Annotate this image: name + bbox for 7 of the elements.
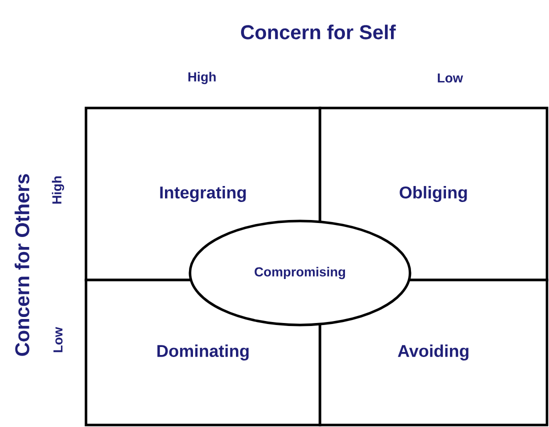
axis-title: Concern for Self [241, 24, 396, 40]
axis-level-label: Low [53, 326, 63, 352]
axis-level-label: Low [438, 73, 464, 83]
axis-level-label: High [52, 176, 64, 204]
axis-title: Concern for Others [14, 174, 30, 356]
quadrant-box: Avoiding [318, 278, 548, 426]
axis-level-label: High [188, 72, 216, 84]
